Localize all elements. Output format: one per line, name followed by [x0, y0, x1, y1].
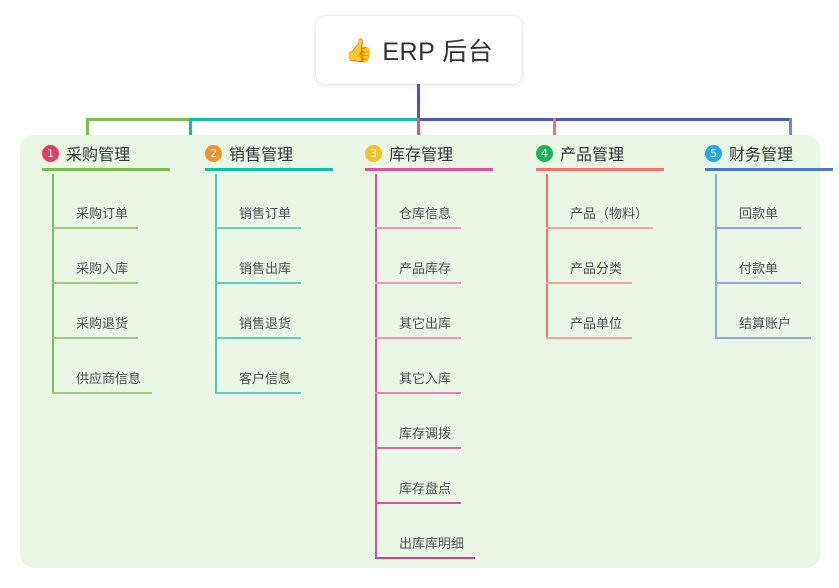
column-badge-4: 4 — [536, 144, 553, 162]
column-header-rule — [705, 168, 833, 171]
list-item-label: 采购入库 — [76, 261, 129, 276]
modules-panel: 1 采购管理 采购订单 采购入库 采购退货 供应商信 — [20, 135, 833, 568]
list-item-rule — [375, 392, 461, 394]
list-item-rule — [715, 227, 801, 229]
column-header-sales[interactable]: 2 销售管理 — [189, 135, 354, 171]
list-item-label: 产品分类 — [570, 261, 623, 276]
column-branch-line — [715, 174, 717, 339]
column-badge-2: 2 — [205, 144, 222, 162]
column-header-purchasing[interactable]: 1 采购管理 — [26, 135, 191, 171]
list-item-rule — [546, 227, 653, 229]
bus-segment-blue — [418, 118, 792, 121]
list-item-rule — [375, 557, 475, 559]
module-column-purchasing: 1 采购管理 采购订单 采购入库 采购退货 供应商信 — [26, 135, 191, 394]
column-branch-line — [215, 174, 217, 394]
list-item-label: 产品（物料） — [570, 206, 649, 221]
list-item-label: 库存调拨 — [399, 426, 452, 441]
list-item-rule — [215, 282, 301, 284]
column-header-inventory[interactable]: 3 库存管理 — [349, 135, 514, 171]
list-item-rule — [52, 337, 138, 339]
column-header-finance[interactable]: 5 财务管理 — [689, 135, 839, 171]
column-branch-line — [375, 174, 377, 559]
list-item-rule — [546, 337, 632, 339]
list-item-rule — [215, 392, 301, 394]
column-header-rule — [365, 168, 493, 171]
list-item-rule — [52, 227, 138, 229]
list-item-label: 其它入库 — [399, 371, 452, 386]
list-item-rule — [215, 337, 301, 339]
list-item-label: 采购订单 — [76, 206, 129, 221]
list-item-rule — [215, 227, 301, 229]
list-item-label: 销售订单 — [239, 206, 292, 221]
list-item-rule — [375, 447, 461, 449]
column-branch-line — [52, 174, 54, 394]
column-title-sales: 销售管理 — [229, 147, 294, 164]
list-item-label: 结算账户 — [739, 316, 792, 331]
list-item-label: 销售出库 — [239, 261, 292, 276]
bus-segment-teal — [189, 118, 420, 121]
list-item-label: 出库库明细 — [399, 536, 465, 551]
column-title-product: 产品管理 — [560, 147, 625, 164]
column-title-finance: 财务管理 — [729, 147, 794, 164]
list-item-rule — [52, 392, 152, 394]
list-item-label: 其它出库 — [399, 316, 452, 331]
column-header-rule — [536, 168, 664, 171]
list-item-label: 供应商信息 — [76, 371, 142, 386]
list-item-label: 采购退货 — [76, 316, 129, 331]
root-node-title: ERP 后台 — [382, 38, 494, 66]
list-item-rule — [375, 502, 461, 504]
module-column-inventory: 3 库存管理 仓库信息 产品库存 其它出库 其它入库 — [349, 135, 514, 559]
list-item-label: 库存盘点 — [399, 481, 452, 496]
list-item-rule — [715, 337, 811, 339]
module-column-finance: 5 财务管理 回款单 付款单 结算账户 — [689, 135, 839, 339]
module-column-sales: 2 销售管理 销售订单 销售出库 销售退货 客户信息 — [189, 135, 354, 394]
bus-segment-green — [86, 118, 190, 121]
trunk-connector — [417, 84, 420, 120]
module-column-product: 4 产品管理 产品（物料） 产品分类 产品单位 — [520, 135, 685, 339]
column-badge-3: 3 — [365, 144, 382, 162]
list-item-rule — [375, 282, 461, 284]
list-item-rule — [546, 282, 632, 284]
column-header-rule — [205, 168, 333, 171]
column-header-rule — [42, 168, 170, 171]
list-item-rule — [375, 227, 461, 229]
column-badge-1: 1 — [42, 144, 59, 162]
column-header-product[interactable]: 4 产品管理 — [520, 135, 685, 171]
list-item-label: 产品库存 — [399, 261, 452, 276]
column-title-purchasing: 采购管理 — [66, 147, 131, 164]
list-item-rule — [375, 337, 461, 339]
list-item-label: 仓库信息 — [399, 206, 452, 221]
list-item-rule — [715, 282, 801, 284]
column-branch-line — [546, 174, 548, 339]
list-item-label: 回款单 — [739, 206, 779, 221]
list-item-rule — [52, 282, 138, 284]
root-node-erp-backend[interactable]: 👍 ERP 后台 — [316, 16, 522, 84]
column-title-inventory: 库存管理 — [389, 147, 454, 164]
list-item-label: 付款单 — [739, 261, 779, 276]
thumbs-up-icon: 👍 — [344, 36, 374, 63]
column-badge-5: 5 — [705, 144, 722, 162]
list-item-label: 客户信息 — [239, 371, 292, 386]
list-item-label: 销售退货 — [239, 316, 292, 331]
list-item-label: 产品单位 — [570, 316, 623, 331]
